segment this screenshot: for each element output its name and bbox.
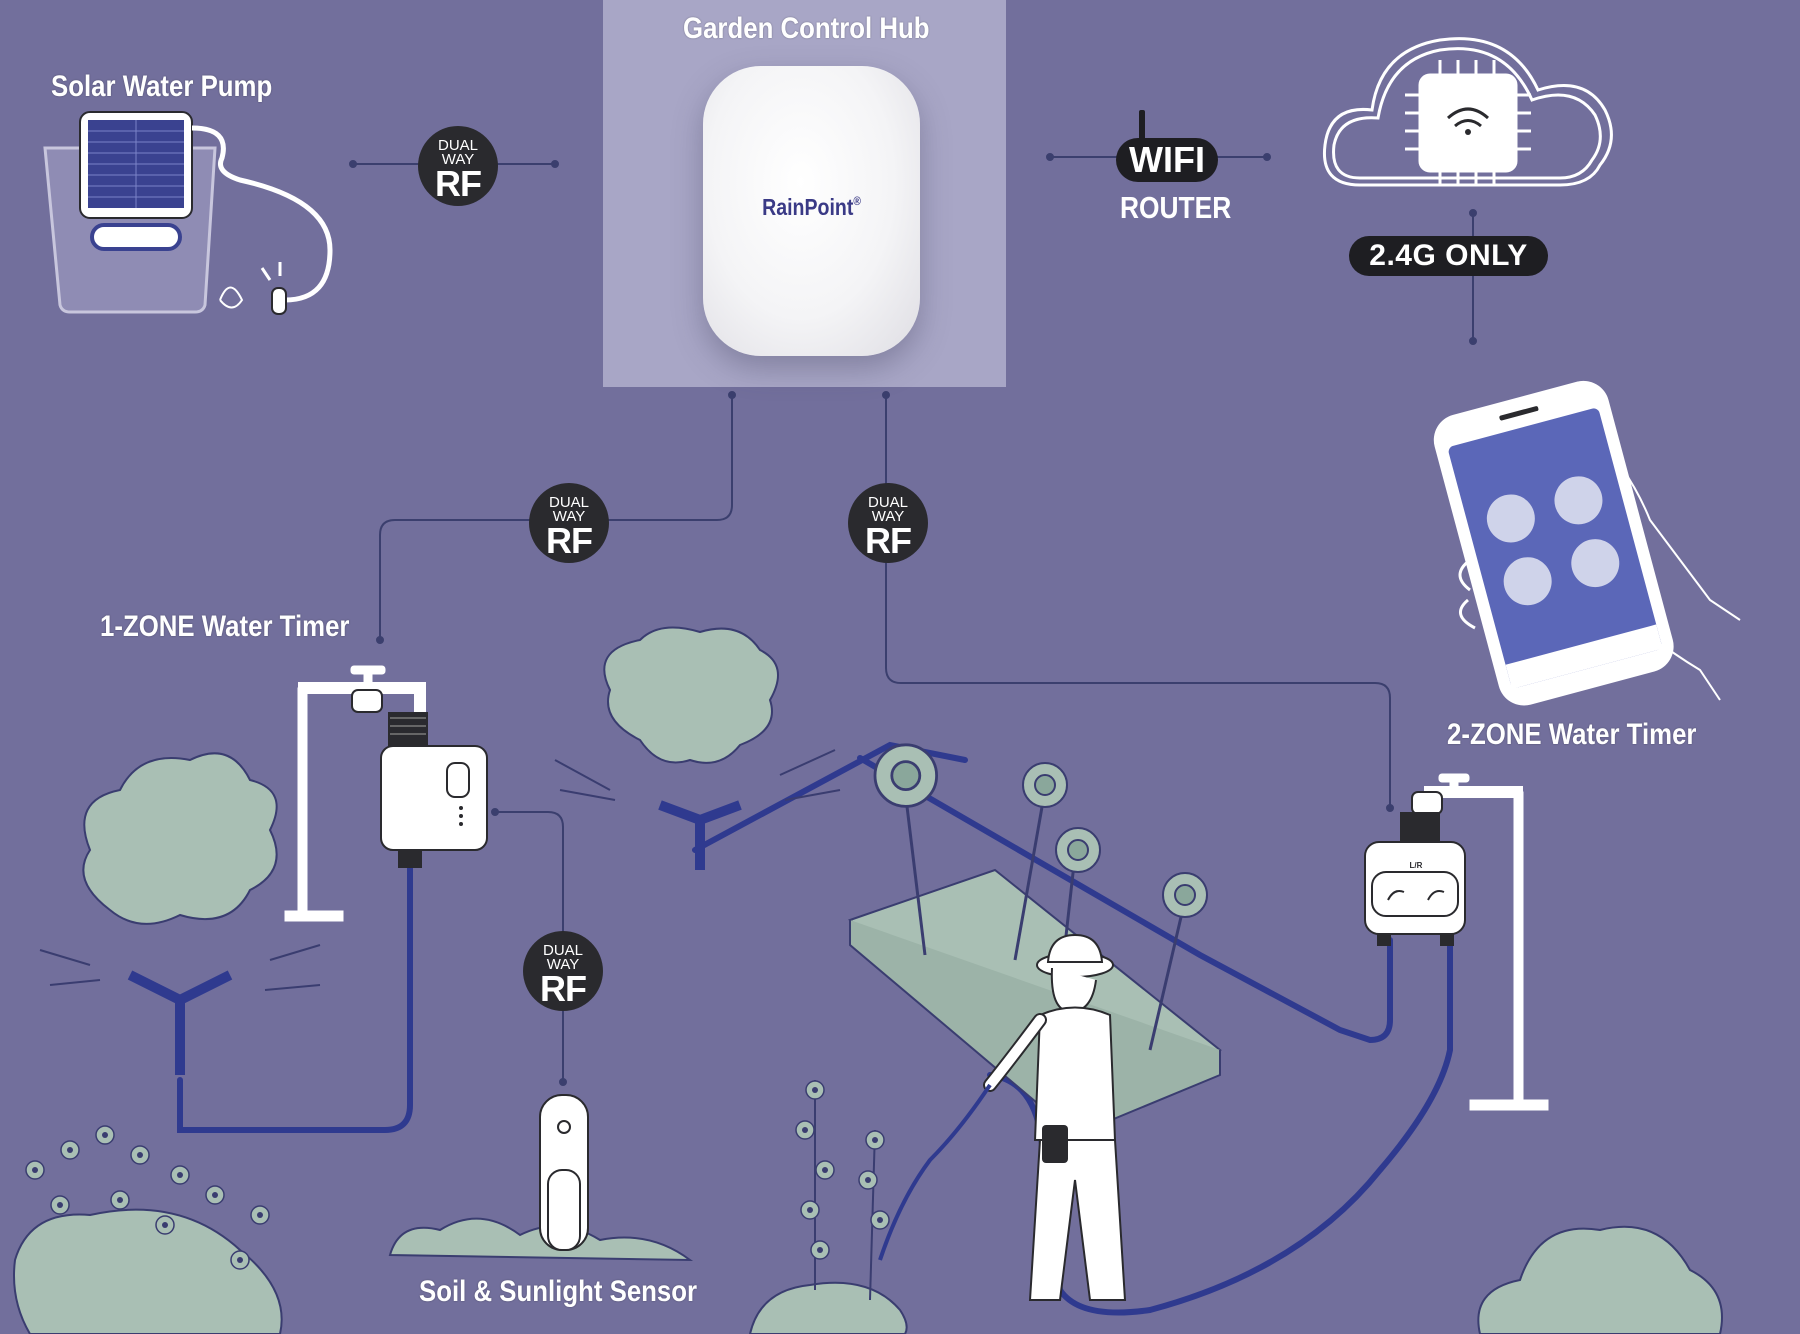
router-antenna bbox=[1139, 110, 1145, 140]
two-zone-timer-label: 2-ZONE Water Timer bbox=[1447, 718, 1697, 751]
one-zone-timer-label: 1-ZONE Water Timer bbox=[100, 610, 350, 643]
router-label: ROUTER bbox=[1120, 190, 1232, 225]
sensor-label: Soil & Sunlight Sensor bbox=[419, 1275, 698, 1308]
one-zone-faucet bbox=[284, 665, 426, 922]
solar-pump-label: Solar Water Pump bbox=[51, 70, 273, 103]
wifi-badge: WIFI bbox=[1116, 138, 1218, 182]
plants-bottom-middle bbox=[748, 1080, 908, 1334]
cloud-icon bbox=[1322, 37, 1613, 187]
two-zone-tag: L/R bbox=[1410, 861, 1423, 870]
sunflower-bed bbox=[848, 743, 1222, 1137]
hub-device: RainPoint® bbox=[703, 66, 920, 356]
shrub-left bbox=[39, 752, 321, 1075]
soil-sensor-illustration bbox=[388, 1094, 694, 1262]
band-badge: 2.4G ONLY bbox=[1349, 236, 1548, 276]
hub-title: Garden Control Hub bbox=[683, 12, 930, 45]
two-zone-timer-device: L/R bbox=[1364, 812, 1466, 946]
gardener-illustration bbox=[878, 933, 1127, 1301]
smartphone-app-illustration bbox=[1433, 380, 1741, 706]
two-zone-faucet bbox=[1411, 773, 1549, 1111]
shrub-bottom-right bbox=[1477, 1225, 1723, 1334]
hub-brand-logo: RainPoint® bbox=[762, 194, 861, 220]
flower-bed-left bbox=[13, 1125, 283, 1334]
shrub-middle bbox=[554, 626, 841, 870]
one-zone-timer-device bbox=[380, 712, 488, 868]
solar-pump-illustration bbox=[43, 111, 333, 315]
